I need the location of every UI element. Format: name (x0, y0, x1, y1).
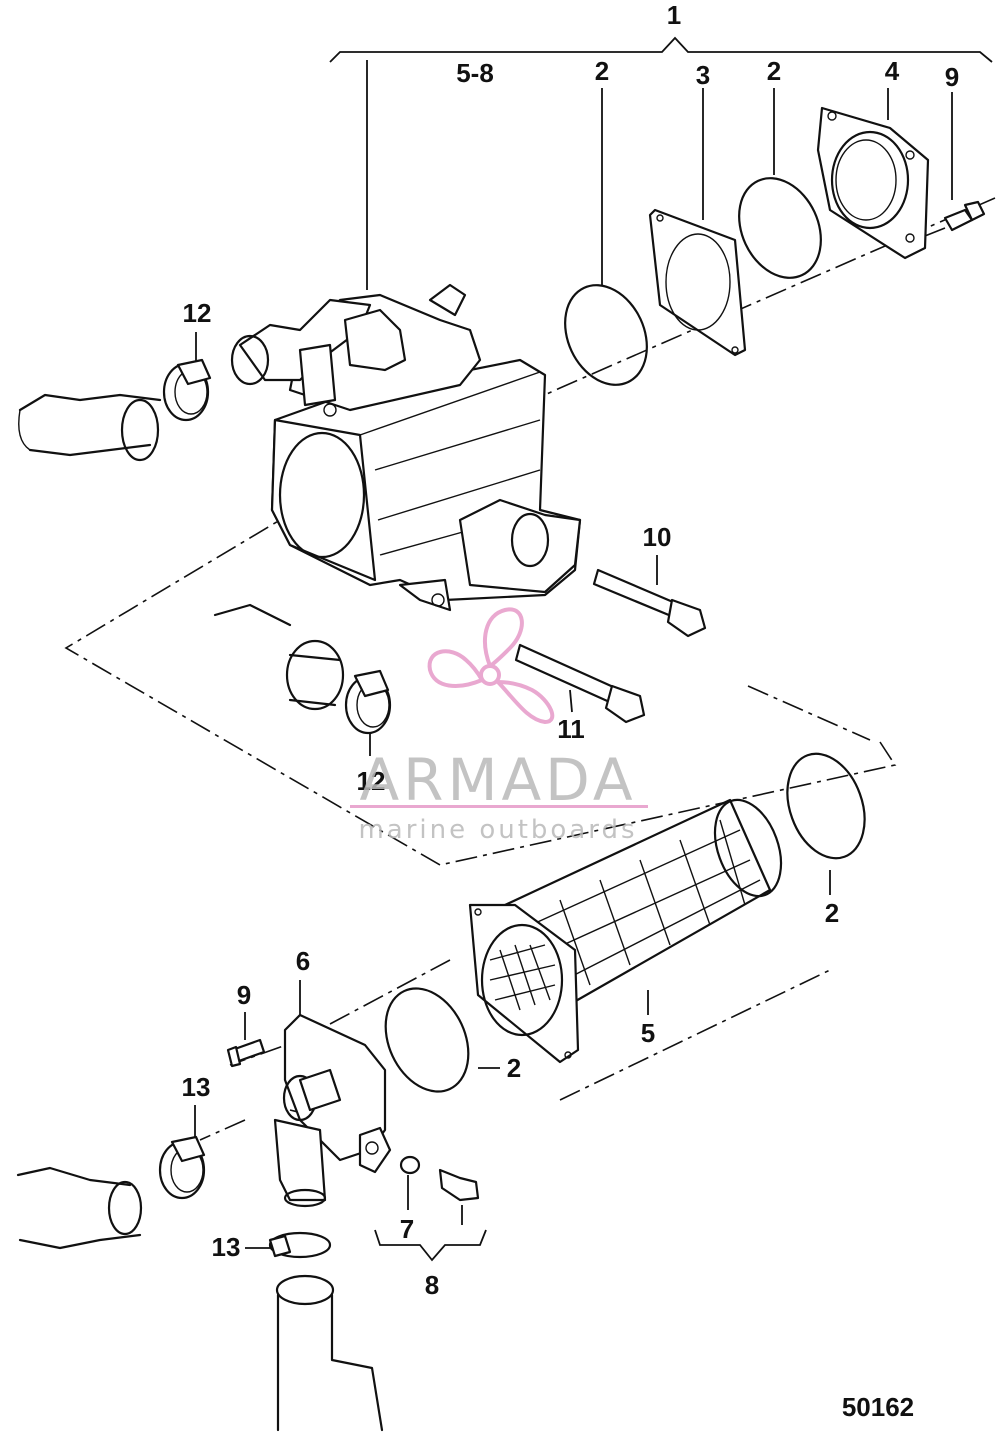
cooler-housing (230, 283, 582, 612)
flange-housing (816, 106, 930, 260)
o-ring-upper-left (564, 284, 648, 386)
callout-8: 8 (425, 1270, 439, 1300)
hose-lower-left (16, 1166, 143, 1250)
callout-6: 6 (296, 946, 310, 976)
callout-11: 11 (557, 714, 585, 744)
hose-middle (213, 603, 345, 711)
callout-9: 9 (237, 980, 251, 1010)
hose-clamp-bottom (268, 1231, 332, 1259)
cooler-core (468, 798, 783, 1064)
hose-bottom (275, 1274, 384, 1432)
callout-2: 2 (825, 898, 839, 928)
callout-3: 3 (696, 60, 710, 90)
hose-clamp-middle (344, 669, 392, 735)
callout-5-8: 5-8 (456, 58, 494, 88)
assembly-bracket (329, 36, 993, 63)
o-ring-lower (384, 987, 470, 1093)
callout-7: 7 (400, 1214, 414, 1244)
hose-clamp-lower-left (158, 1135, 206, 1200)
callout-12: 12 (183, 298, 212, 328)
callout-5: 5 (641, 1018, 655, 1048)
propeller-logo-icon (427, 607, 555, 725)
callout-2: 2 (507, 1053, 521, 1083)
watermark: ARMADA marine outboards (350, 607, 648, 845)
callout-2: 2 (767, 56, 781, 86)
callout-1: 1 (667, 0, 681, 30)
drain-washer (399, 1155, 421, 1175)
bolt-long-lower (514, 643, 646, 724)
callout-13: 13 (182, 1072, 211, 1102)
callout-10: 10 (643, 522, 672, 552)
callout-9: 9 (945, 62, 959, 92)
watermark-brand: ARMADA (359, 746, 636, 814)
hose-upper-left (18, 393, 162, 462)
bolt-long-upper (592, 568, 707, 638)
hose-clamp-upper (162, 358, 212, 422)
watermark-divider (350, 805, 648, 808)
bolt-lower (226, 1038, 266, 1068)
callout-2: 2 (595, 56, 609, 86)
callout-labels: 1 5-8 2 3 2 4 9 12 10 11 12 2 6 9 5 2 13… (182, 0, 960, 1300)
end-cap (273, 1013, 392, 1208)
leader-lines (194, 60, 953, 1262)
callout-4: 4 (885, 56, 900, 86)
callout-12: 12 (357, 766, 386, 796)
bolt-top (943, 200, 986, 232)
drain-plug (438, 1168, 480, 1202)
o-ring-right (786, 752, 866, 860)
gasket-plate (648, 208, 747, 357)
o-ring-upper-right (738, 177, 822, 279)
watermark-tagline: marine outboards (358, 815, 637, 845)
callout-13: 13 (212, 1232, 241, 1262)
drawing-number: 50162 (842, 1392, 914, 1422)
